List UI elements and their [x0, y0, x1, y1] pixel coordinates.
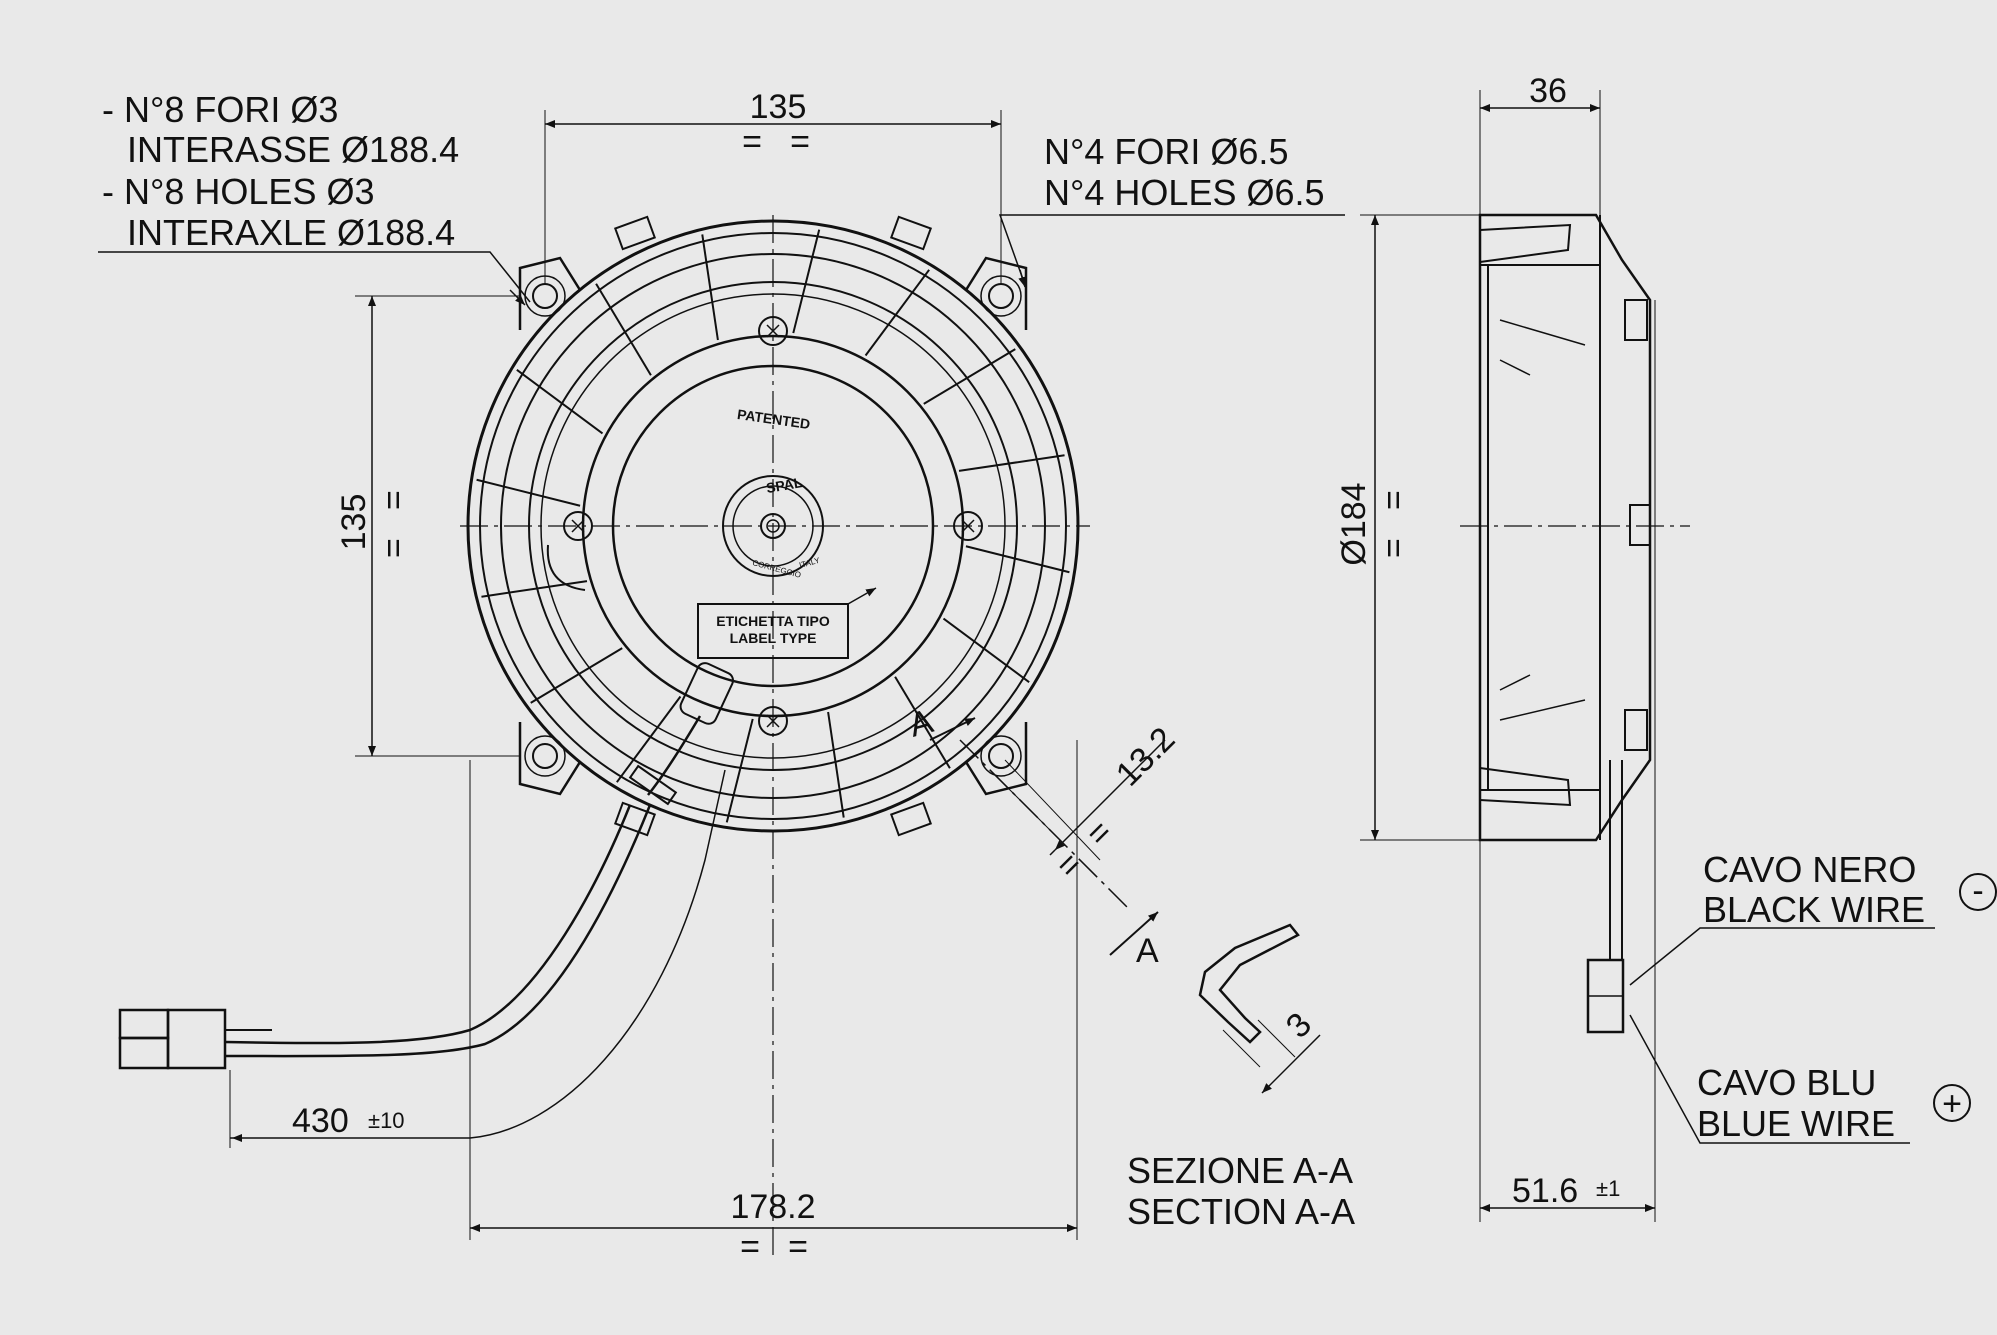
label-blue-wire-it: CAVO BLU [1697, 1062, 1876, 1103]
dim-top-value: 135 [750, 88, 807, 126]
dim-left-eq-bottom: = [375, 538, 413, 558]
dim-cable-430 [229, 769, 726, 1148]
section-title-en: SECTION A-A [1127, 1191, 1355, 1232]
dim-top-eq-left: = [742, 123, 762, 161]
patented-text: PATENTED [736, 406, 811, 432]
brand-logo-text: SPAL [765, 474, 804, 496]
grille-spoke [923, 348, 1016, 405]
dim-top-135 [544, 110, 1002, 285]
section-marker-top: A [905, 702, 937, 745]
grille-spoke [827, 711, 845, 818]
dim-left-eq-top: = [375, 490, 413, 510]
label-4-holes-en: N°4 HOLES Ø6.5 [1044, 172, 1325, 213]
dim-left-135 [355, 295, 520, 757]
side-view [1360, 90, 1997, 1222]
dim-side-tol: ±1 [1596, 1176, 1620, 1201]
fan-shroud [466, 219, 1080, 833]
grille-spoke [595, 283, 652, 376]
dim-section-thickness: 3 [1279, 1005, 1319, 1045]
dim-side-eq-top: = [1375, 490, 1413, 510]
dim-cable-value: 430 [292, 1102, 349, 1140]
section-aa-profile [1198, 923, 1321, 1094]
front-view: PATENTED SPAL CORREGGIO ITALY ETICHETTA … [98, 110, 1345, 1255]
grille-spoke [942, 617, 1030, 683]
leader-8-holes [98, 251, 531, 303]
grille-spoke [481, 580, 588, 598]
label-8-holes-it: - N°8 FORI Ø3 [102, 89, 338, 130]
leader-blue-wire [1629, 1014, 1910, 1144]
grille-spoke [530, 647, 623, 704]
label-8-holes-en: - N°8 HOLES Ø3 [102, 171, 374, 212]
label-leader [847, 587, 877, 605]
dim-left-value: 135 [335, 494, 373, 551]
leader-black-wire [1629, 927, 1935, 986]
grille-spokes [476, 229, 1070, 823]
motor-hub [546, 316, 983, 736]
dim-bottom-eq-right: = [788, 1228, 808, 1266]
grille-spoke [958, 454, 1065, 472]
plus-sign: + [1942, 1085, 1962, 1123]
section-marker-bottom: A [1136, 932, 1159, 970]
grille-spoke [516, 369, 604, 435]
grille-spoke [476, 478, 581, 507]
type-label-box [697, 603, 849, 659]
dim-side-total: 51.6 [1512, 1172, 1578, 1210]
grille-spoke [864, 269, 930, 357]
section-title-it: SEZIONE A-A [1127, 1150, 1353, 1191]
label-black-wire-it: CAVO NERO [1703, 849, 1916, 890]
dim-bottom-178 [469, 740, 1078, 1240]
grille-spoke [701, 234, 719, 341]
origin-text-2: ITALY [798, 556, 821, 570]
label-blue-wire-en: BLUE WIRE [1697, 1103, 1895, 1144]
dim-bottom-value: 178.2 [730, 1188, 815, 1226]
grille-spoke [792, 229, 821, 334]
leader-4-holes [998, 214, 1345, 286]
dim-top-eq-right: = [790, 123, 810, 161]
label-interaxle: INTERAXLE Ø188.4 [127, 212, 455, 253]
section-line-aa [929, 717, 1166, 956]
label-4-holes-it: N°4 FORI Ø6.5 [1044, 131, 1288, 172]
grille-spoke [725, 718, 754, 823]
dim-cable-tol: ±10 [368, 1108, 405, 1133]
dim-section-offset: 13.2 [1109, 720, 1183, 794]
plus-symbol [1933, 1084, 1971, 1122]
label-black-wire-en: BLACK WIRE [1703, 889, 1925, 930]
dim-side-depth: 36 [1529, 72, 1567, 110]
label-interasse: INTERASSE Ø188.4 [127, 129, 459, 170]
label-type-it: ETICHETTA TIPO [716, 613, 830, 629]
minus-symbol [1959, 873, 1997, 911]
dim-side-diameter: Ø184 [1335, 482, 1373, 565]
grille-spoke [894, 676, 951, 769]
label-type-en: LABEL TYPE [730, 630, 817, 646]
grille-spoke [616, 695, 682, 783]
minus-sign: - [1972, 872, 1983, 910]
dim-bottom-eq-left: = [740, 1228, 760, 1266]
dim-side-eq-bottom: = [1375, 538, 1413, 558]
grille-spoke [965, 545, 1070, 574]
dim-section-eq-1: = [1079, 813, 1120, 854]
